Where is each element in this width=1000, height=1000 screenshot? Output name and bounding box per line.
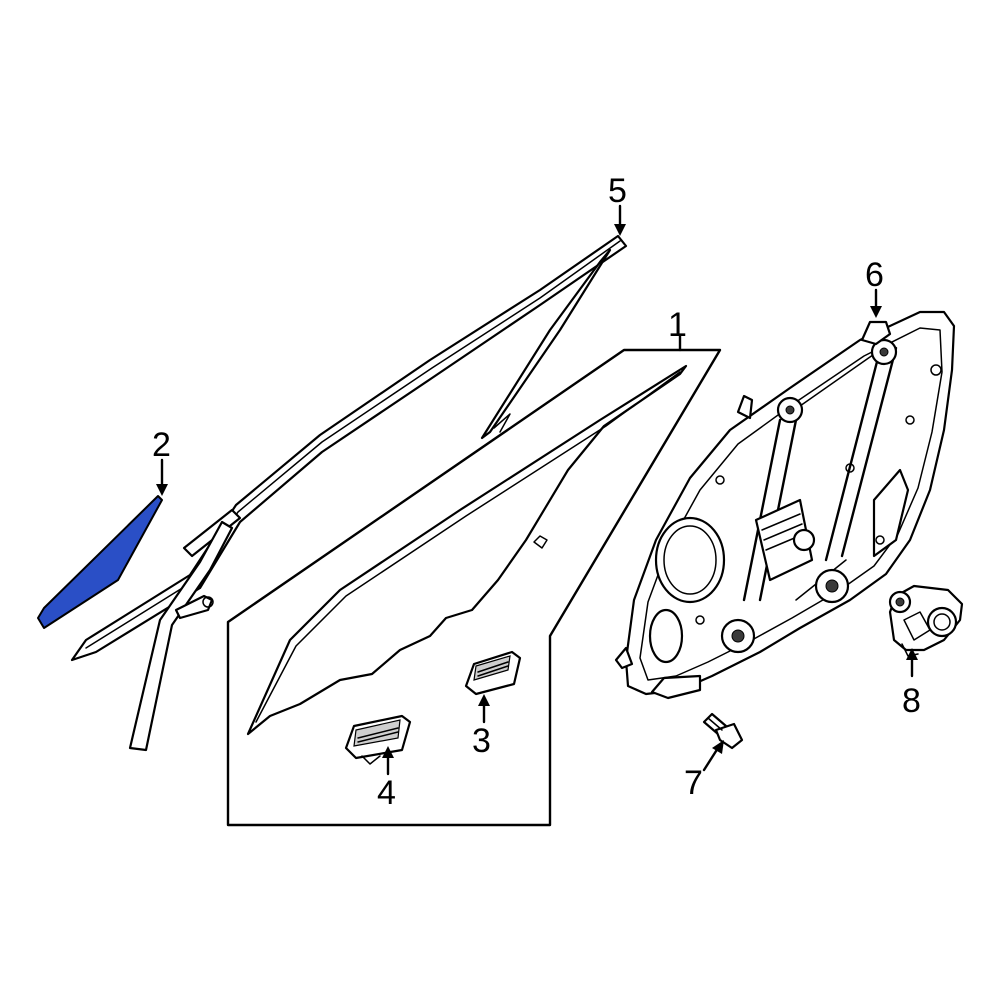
callout-4: 4 [377, 774, 396, 812]
bolt-part-7[interactable] [702, 712, 744, 750]
corner-glass-part-2[interactable] [37, 495, 163, 629]
run-channel-part-5[interactable] [70, 234, 628, 752]
callout-3: 3 [472, 722, 491, 760]
glass-channel-part-3[interactable] [464, 650, 522, 696]
callout-1: 1 [668, 306, 687, 344]
callout-2: 2 [152, 426, 171, 464]
glass-channel-part-4[interactable] [344, 714, 412, 765]
callout-5: 5 [608, 172, 627, 210]
door-glass-part-1[interactable] [246, 364, 688, 736]
window-motor-part-8[interactable] [888, 584, 964, 657]
callout-7: 7 [684, 764, 703, 802]
window-regulator-panel-part-6[interactable] [614, 310, 956, 700]
glass-group-box [226, 348, 722, 827]
leader-lines [156, 204, 918, 776]
callout-8: 8 [902, 682, 921, 720]
callout-6: 6 [865, 256, 884, 294]
